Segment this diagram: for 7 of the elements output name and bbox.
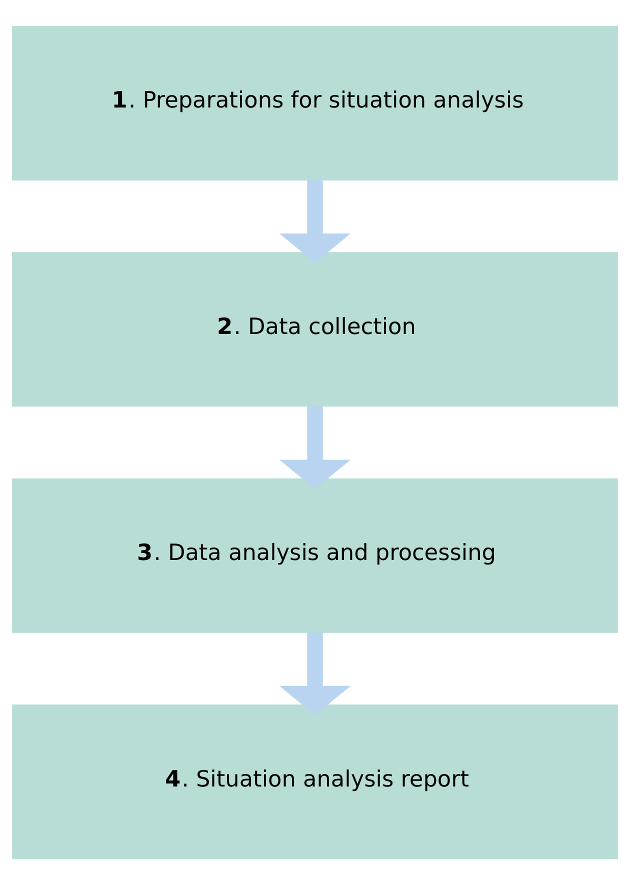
node-box: 1. Preparations for situation analysis bbox=[12, 26, 618, 180]
arrow bbox=[279, 406, 351, 489]
node-box: 3. Data analysis and processing bbox=[12, 478, 618, 633]
node-box: 2. Data collection bbox=[12, 252, 618, 407]
arrow bbox=[279, 180, 351, 263]
node-box: 4. Situation analysis report bbox=[12, 704, 618, 860]
arrow bbox=[279, 632, 351, 716]
